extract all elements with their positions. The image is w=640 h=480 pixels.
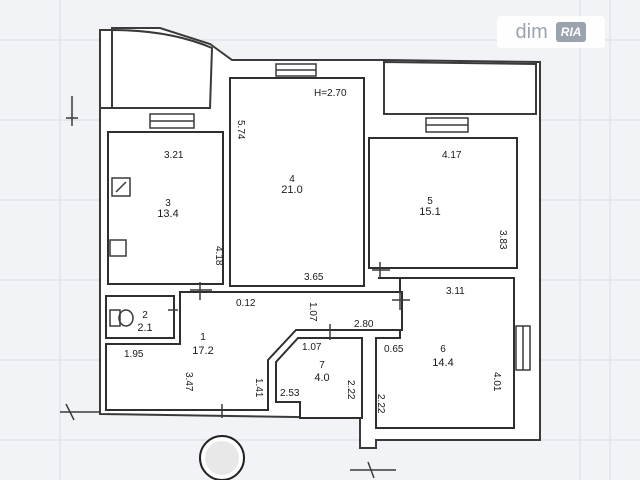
watermark-text: dim bbox=[515, 20, 548, 43]
dim-r6-side: 4.01 bbox=[491, 372, 502, 392]
room-1-number: 1 bbox=[200, 332, 206, 343]
room-7-outline bbox=[275, 337, 363, 419]
room-4-number: 4 bbox=[289, 174, 295, 185]
balcony-right bbox=[383, 60, 537, 115]
room-4-area: 21.0 bbox=[281, 184, 302, 196]
wall-marks bbox=[60, 96, 410, 479]
dim-hall-top: 0.12 bbox=[236, 298, 256, 309]
site-watermark: dim RIA bbox=[497, 16, 605, 48]
rooms bbox=[105, 77, 518, 429]
dim-hall-mid: 1.07 bbox=[307, 302, 318, 322]
room-5-area: 15.1 bbox=[419, 206, 440, 218]
dim-r7-side: 2.22 bbox=[345, 380, 356, 400]
room-2-area: 2.1 bbox=[137, 322, 152, 334]
stove-icon bbox=[111, 177, 131, 197]
dim-r6-top: 3.11 bbox=[446, 286, 465, 297]
room-6-area: 14.4 bbox=[432, 357, 453, 369]
dim-r5-top: 4.17 bbox=[442, 150, 462, 161]
room-4-outline bbox=[229, 77, 365, 287]
dim-r6-left: 0.65 bbox=[384, 344, 404, 355]
room-6-outline bbox=[375, 277, 515, 429]
dim-hall-right: 2.80 bbox=[354, 319, 374, 330]
watermark-logo: RIA bbox=[555, 22, 587, 42]
toilet-icon bbox=[109, 309, 121, 327]
dim-hall-inner: 1.41 bbox=[253, 378, 264, 398]
room-5-number: 5 bbox=[427, 196, 433, 207]
dim-r4-bottom: 3.65 bbox=[304, 272, 324, 283]
room-2-number: 2 bbox=[142, 310, 148, 321]
room-6-number: 6 bbox=[440, 344, 446, 355]
room-3-outline bbox=[107, 131, 224, 285]
dim-r7-top: 1.07 bbox=[302, 342, 322, 353]
room-1-area: 17.2 bbox=[192, 345, 213, 357]
dim-r4-side: 5.74 bbox=[235, 120, 246, 140]
fixtures bbox=[109, 177, 245, 480]
balcony-left bbox=[111, 29, 214, 109]
dim-hall-side: 3.47 bbox=[183, 372, 194, 392]
windows bbox=[149, 63, 531, 371]
room-2-outline bbox=[105, 295, 175, 339]
room-7-number: 7 bbox=[319, 360, 325, 371]
labels: H=2.70 3 13.4 4 21.0 5 15.1 1 17.2 2 2.1… bbox=[124, 88, 508, 414]
sink-icon bbox=[109, 239, 127, 257]
dim-r5-side: 3.83 bbox=[497, 230, 508, 250]
room-1-outline bbox=[105, 291, 403, 411]
outer-wall-outline bbox=[99, 29, 113, 119]
dim-r3-top: 3.21 bbox=[164, 150, 184, 161]
room-5-outline bbox=[368, 137, 518, 269]
room-7-area: 4.0 bbox=[314, 372, 329, 384]
balconies bbox=[111, 29, 537, 115]
room-3-area: 13.4 bbox=[157, 208, 178, 220]
dim-r7-bottom: 2.53 bbox=[280, 388, 300, 399]
room-3-number: 3 bbox=[165, 198, 171, 209]
dim-hall-left: 1.95 bbox=[124, 349, 144, 360]
dim-r6-inner: 2.22 bbox=[375, 394, 386, 414]
dim-r3-side: 4.18 bbox=[213, 246, 224, 266]
ceiling-height-label: H=2.70 bbox=[314, 88, 347, 99]
